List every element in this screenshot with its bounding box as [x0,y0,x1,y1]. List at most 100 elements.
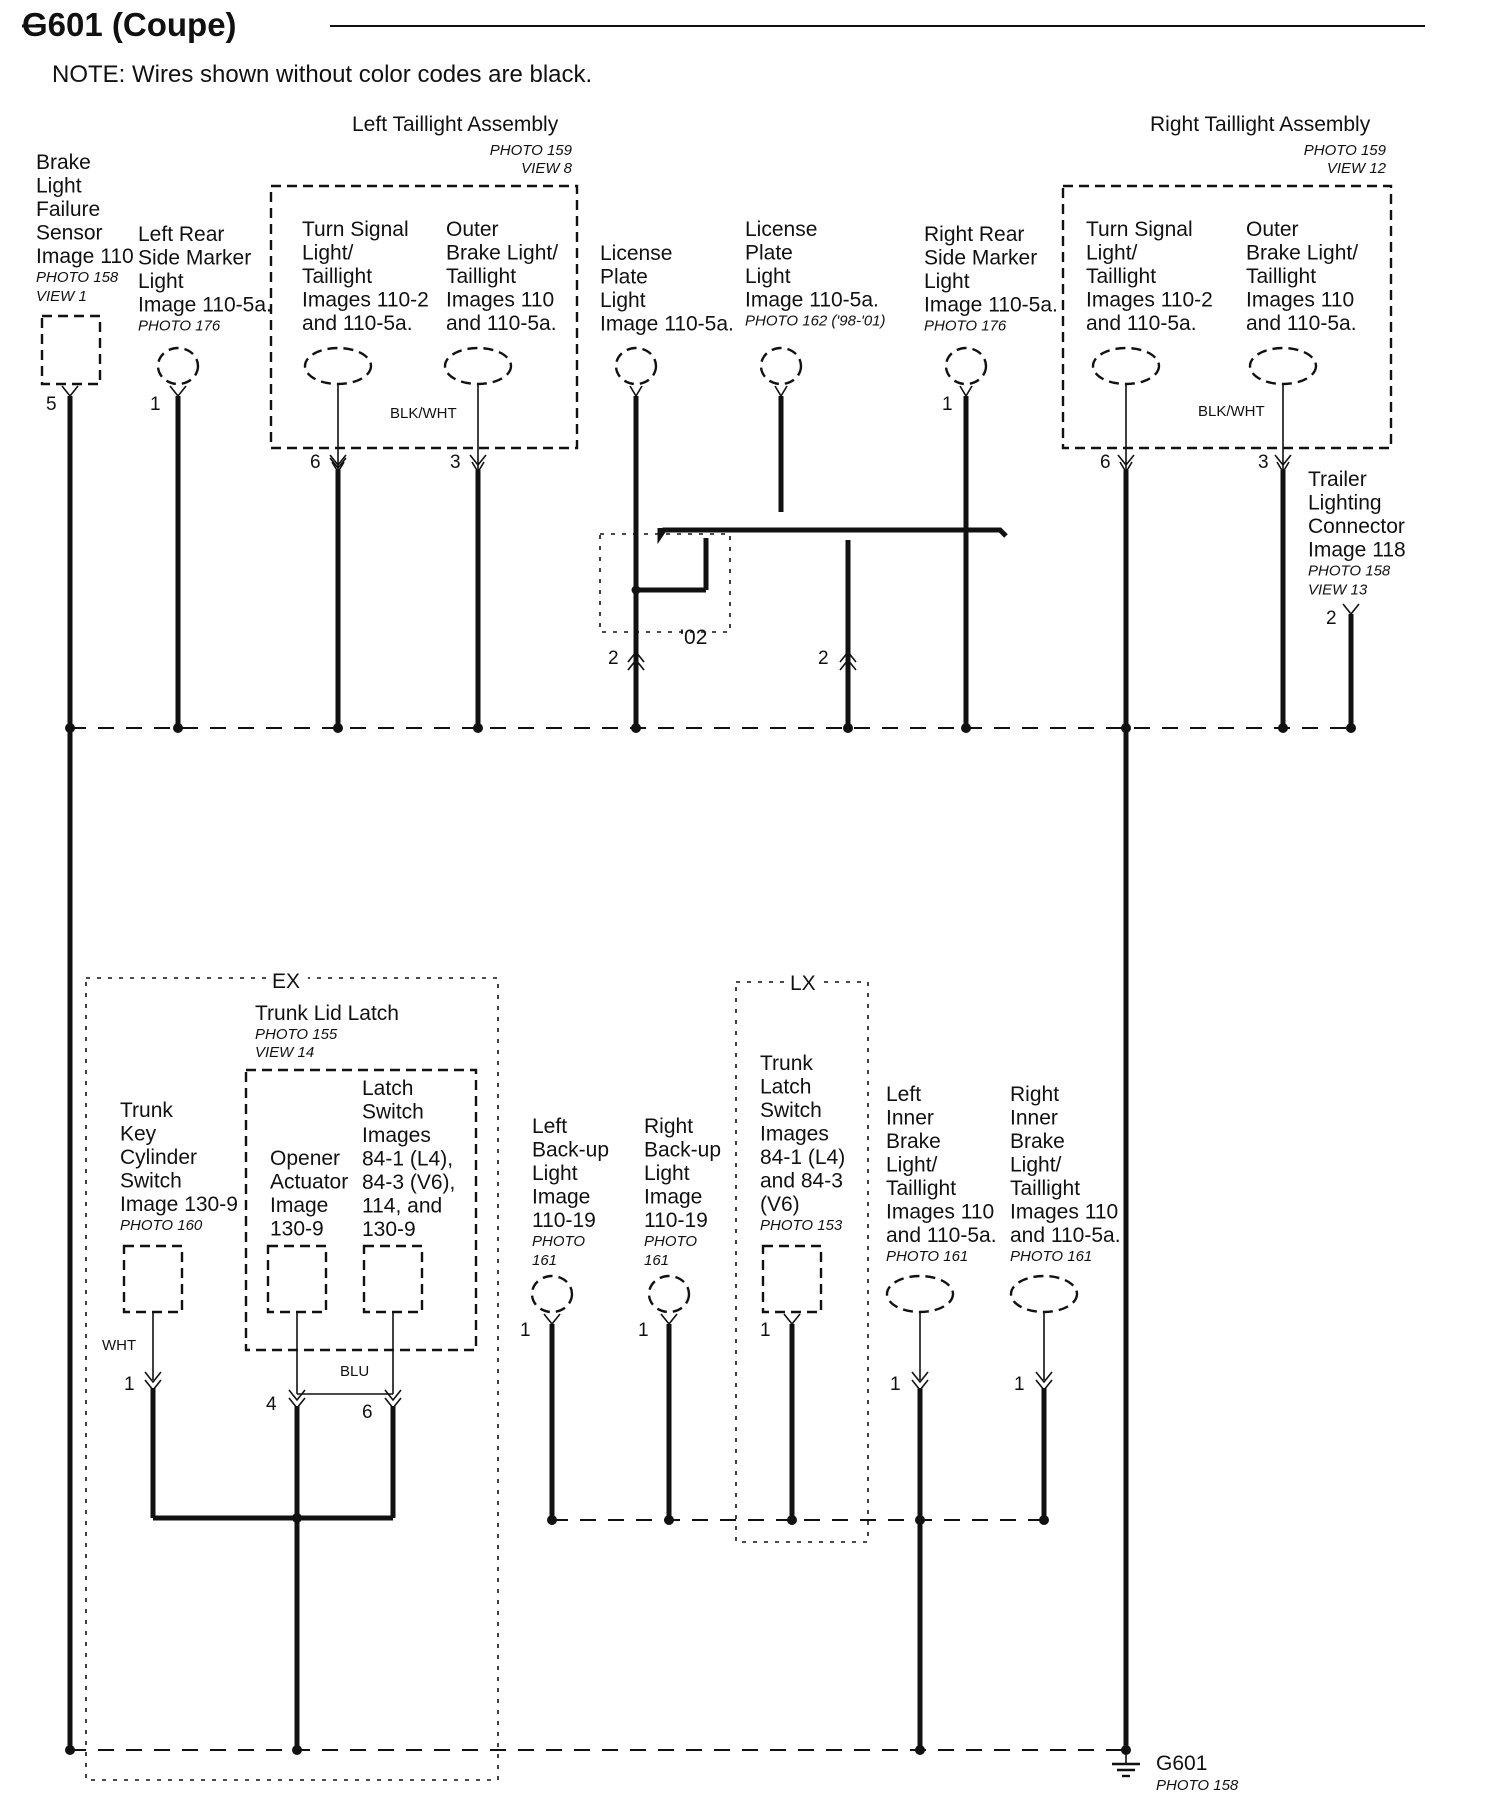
latch-switch-icon [362,1244,424,1314]
right-taillight-assembly-box [1061,184,1393,450]
top-component-label-line: Connector [1308,515,1405,538]
bottom-component-label-line: Left [532,1115,567,1138]
top-component-label-line: Trailer [1308,468,1367,491]
pin-right-outer-brake: 3 [1258,452,1269,473]
top-component-label-line: Right Rear [924,223,1024,246]
left-outer-brake-bulb-icon [443,346,513,386]
bottom-component-label-line: 84-3 (V6), [362,1171,455,1194]
pin-latch-switch: 6 [362,1402,373,1423]
right-rear-side-marker-bulb-icon [944,346,988,386]
opener-actuator-icon [266,1244,328,1314]
pin-right-side-marker: 1 [942,394,953,415]
license-plate-bulb-1-icon [614,346,658,386]
right-assembly-photo: PHOTO 159 [1304,142,1387,159]
top-component-label-line: Outer [446,218,499,241]
top-component-label-line: Light/ [1086,242,1138,265]
bottom-component-label-line: 114, and [362,1195,442,1218]
top-wires [61,384,1360,1750]
top-bus-junctions [65,723,1356,733]
bottom-component-label-line: Images [760,1123,829,1146]
top-component-label-line: Side Marker [138,247,251,270]
ground-label: G601 [1156,1752,1207,1775]
bottom-component-label-line: Right [1010,1083,1059,1106]
pin-left-side-marker: 1 [150,394,161,415]
bottom-component-label-line: 84-1 (L4) [760,1146,845,1169]
top-component-label-line: Left Rear [138,223,224,246]
right-brake-wire-color: BLK/WHT [1198,403,1265,420]
bottom-component-label-line: Opener [270,1147,340,1170]
bottom-component-label-line: Images 110 [886,1201,994,1224]
page-title: G601 (Coupe) [22,6,237,43]
pin-license-plate-1: 2 [608,648,619,669]
bottom-component-label-line: Light [644,1162,690,1185]
top-component-label-line: Image 110-5a. [745,289,879,312]
top-component-label-line: Sensor [36,222,103,245]
bottom-component-label-line: Image [532,1186,590,1209]
bottom-component-label-line: Trunk [760,1052,813,1075]
left-assembly-photo: PHOTO 159 [490,142,573,159]
top-component-photo-line: PHOTO 176 [138,318,221,335]
bottom-component-label-line: Light/ [886,1154,938,1177]
bottom-component-photo-line: PHOTO 160 [120,1217,203,1234]
bottom-component-label-line: Switch [120,1170,182,1193]
license-plate-bulb-2-icon [759,346,803,386]
trunk-lid-latch-view: VIEW 14 [255,1044,314,1061]
top-component-label-line: Image 110-5a. [600,313,734,336]
top-component-label-line: Light/ [302,242,354,265]
bottom-component-label-line: Brake [886,1130,941,1153]
top-component-label-line: Image 118 [1308,539,1406,562]
left-backup-bulb-icon [530,1274,574,1314]
left-taillight-assembly-box [269,184,579,450]
top-component-label-line: and 110-5a. [1246,312,1357,335]
top-component-label-line: Brake Light/ [1246,242,1358,265]
bottom-component-photo-line: PHOTO 161 [886,1248,968,1265]
pin-trunk-key: 1 [124,1374,135,1395]
pin-right-inner-brake: 1 [1014,1374,1025,1395]
top-component-label-line: Image 110-5a. [138,294,272,317]
bottom-component-photo-line: PHOTO 161 [1010,1248,1092,1265]
bottom-component-label-line: Light/ [1010,1154,1062,1177]
top-component-label-line: Images 110-2 [1086,289,1213,312]
right-turn-signal-bulb-icon [1091,346,1161,386]
pin-license-plate-2: 2 [818,648,829,669]
top-component-label-line: Failure [36,198,100,221]
bottom-component-label-line: Left [886,1083,921,1106]
bottom-component-label-line: Images 110 [1010,1201,1118,1224]
top-component-label-line: Images 110 [446,289,554,312]
bottom-component-label-line: Image [644,1186,702,1209]
bottom-component-photo-line: 161 [644,1252,669,1269]
right-backup-bulb-icon [647,1274,691,1314]
right-assembly-view: VIEW 12 [1327,160,1387,177]
top-component-label-line: Taillight [1246,265,1316,288]
right-assembly-label: Right Taillight Assembly [1150,113,1371,136]
bottom-bus-junctions [65,1515,1049,1755]
bottom-component-label-line: and 110-5a. [1010,1224,1121,1247]
top-component-label-line: Light [924,270,970,293]
top-component-label-line: Light [600,289,646,312]
bottom-component-label-line: Image 130-9 [120,1193,238,1216]
top-component-label-line: Images 110 [1246,289,1354,312]
bottom-component-label-line: 84-1 (L4), [362,1148,453,1171]
bottom-component-label-line: Image [270,1194,328,1217]
top-component-label-line: and 110-5a. [1086,312,1197,335]
top-component-label-line: and 110-5a. [446,312,557,335]
bottom-component-label-line: (V6) [760,1193,800,1216]
trunk-latch-switch-icon [761,1244,823,1314]
top-component-label-line: Turn Signal [302,218,409,241]
pin-trailer-connector: 2 [1326,608,1337,629]
top-component-photo-line: PHOTO 176 [924,318,1007,335]
pin-right-backup: 1 [638,1320,649,1341]
bottom-component-label-line: Right [644,1115,693,1138]
bottom-component-label-line: and 110-5a. [886,1224,997,1247]
bottom-component-label-line: Inner [1010,1107,1058,1130]
ground-photo: PHOTO 158 [1156,1777,1239,1794]
top-component-photo-line: VIEW 13 [1308,582,1368,599]
bottom-component-label-line: Images [362,1124,431,1147]
